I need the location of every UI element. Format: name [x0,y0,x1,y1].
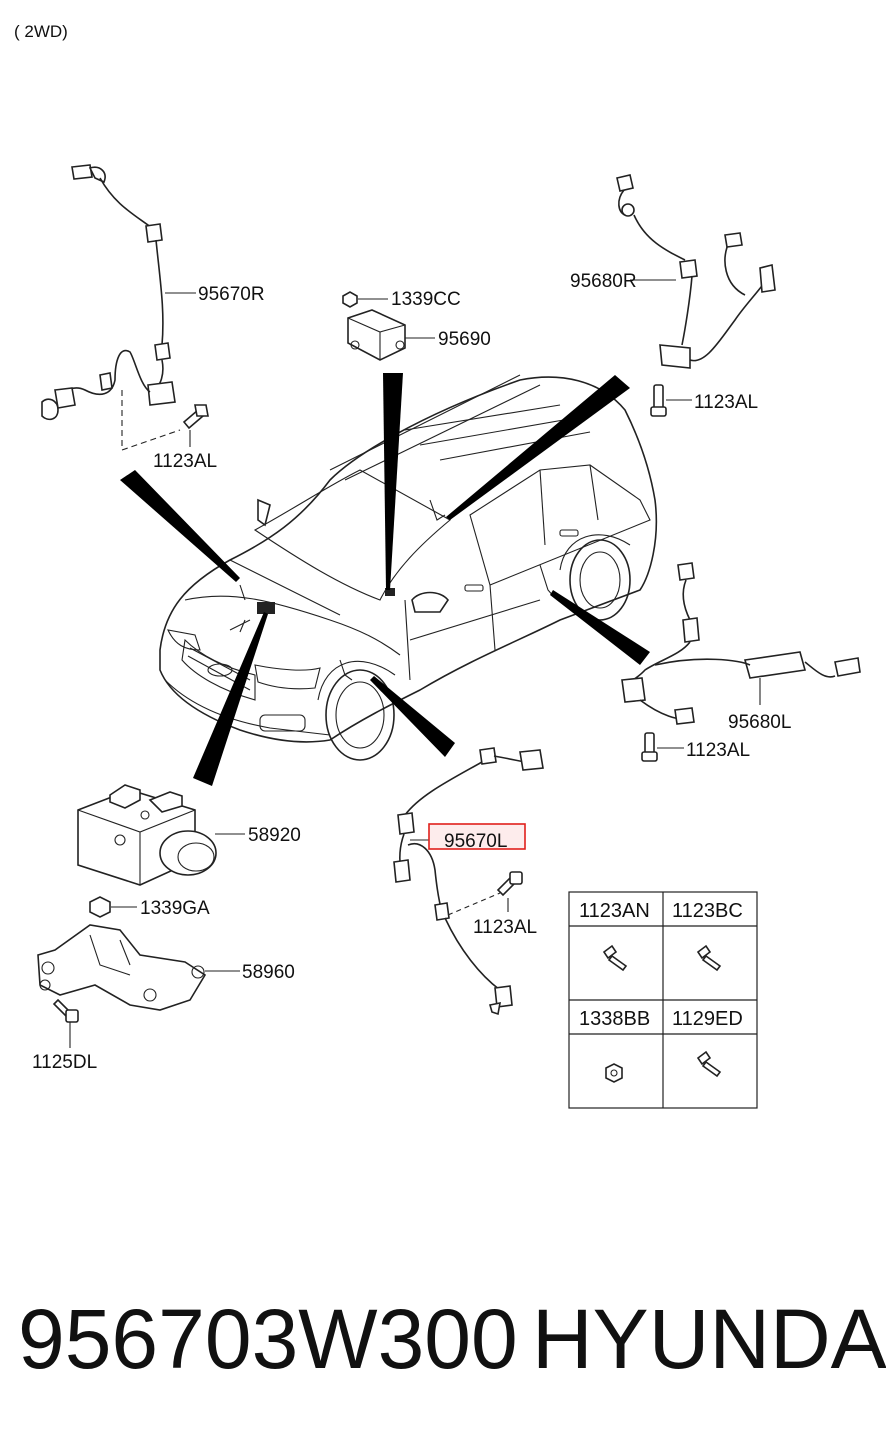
nut-1339cc-drawing [342,291,388,308]
sensor-95670l-drawing [393,747,544,1016]
label-1339ga: 1339GA [140,898,210,919]
label-1123al-front-left: 1123AL [473,917,537,938]
label-1123al-rear-right: 1123AL [694,392,758,413]
label-95690: 95690 [438,329,491,350]
bracket-58960-drawing [37,924,240,1011]
label-1123al-rear-left: 1123AL [686,740,750,761]
label-95670r: 95670R [198,284,265,305]
screw-icon-1123bc [696,944,722,972]
label-1339cc: 1339CC [391,289,461,310]
label-1125dl: 1125DL [32,1052,97,1073]
table-cell-1338bb: 1338BB [579,1008,650,1030]
label-58960: 58960 [242,962,295,983]
sensor-95670r-drawing [41,164,196,451]
sensor-95680r-drawing [616,174,776,369]
variant-label: ( 2WD) [14,22,68,41]
screw-icon-1123an [602,944,628,972]
label-1123al-front-right: 1123AL [153,451,217,472]
footer-brand: HYUNDAI [532,1292,886,1386]
bolt-1123al-rear-left-drawing [641,732,684,762]
table-cell-1129ed: 1129ED [672,1008,743,1030]
label-95670l: 95670L [444,831,507,852]
bolt-1123al-rear-right-drawing [650,384,692,417]
nut-icon-1338bb [605,1063,623,1083]
screw-icon-1129ed [696,1050,722,1078]
table-cell-1123bc: 1123BC [672,900,743,922]
bolt-1125dl-drawing [52,998,79,1048]
fastener-table: 1123AN 1123BC 1338BB 1129ED [568,891,758,1109]
highlight-box-95670l [428,823,526,850]
nut-1339ga-drawing [89,896,137,918]
bolt-1123al-front-right-drawing [182,404,209,447]
label-95680l: 95680L [728,712,791,733]
footer-part-number: 956703W300 [18,1292,518,1386]
label-58920: 58920 [248,825,301,846]
table-cell-1123an: 1123AN [579,900,650,922]
module-95690-drawing [347,309,435,361]
label-95680r: 95680R [570,271,637,292]
abs-unit-58920-drawing [77,784,245,886]
bolt-1123al-front-left-drawing [447,871,523,916]
sensor-95680l-drawing [621,562,861,725]
pointer-wedges [120,373,650,786]
